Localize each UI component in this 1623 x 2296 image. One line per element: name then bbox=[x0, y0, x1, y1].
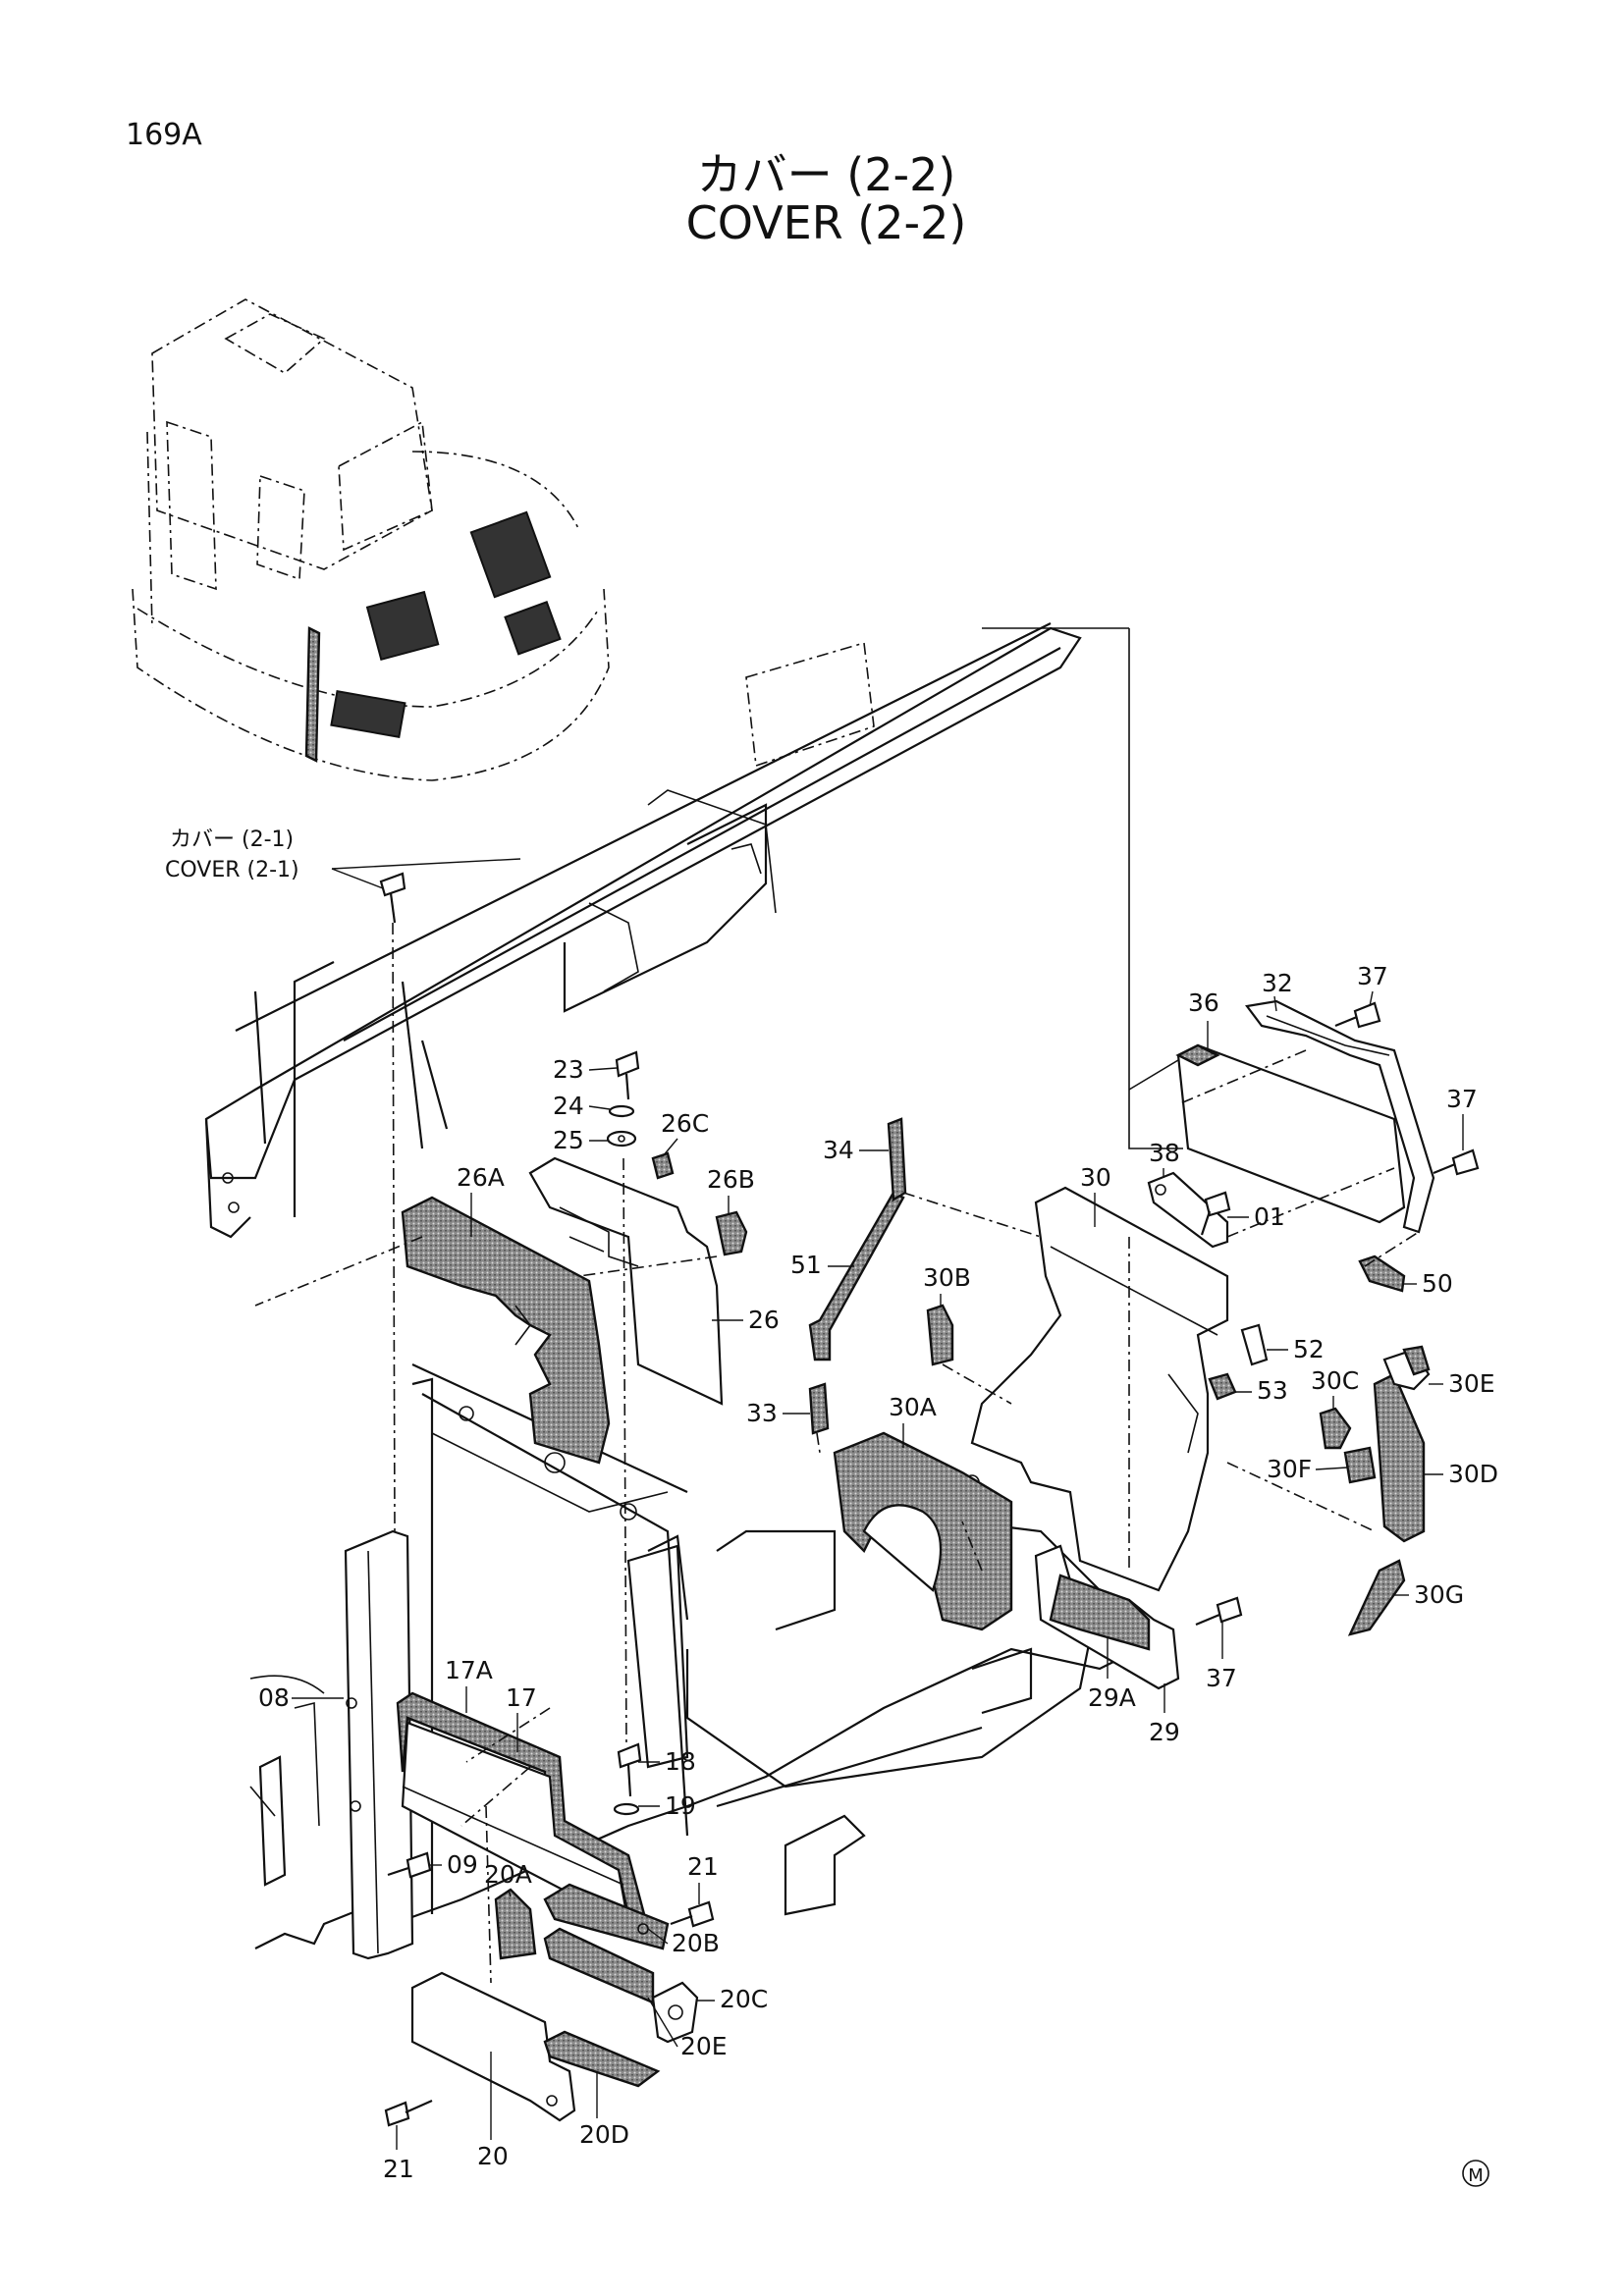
reference-cover-2-1: カバー (2-1) COVER (2-1) bbox=[165, 828, 521, 889]
label-37-lower: 37 bbox=[1206, 1664, 1237, 1692]
part-30-cover bbox=[970, 1186, 1229, 1592]
part-38-bracket bbox=[1147, 1171, 1229, 1249]
label-52: 52 bbox=[1293, 1335, 1325, 1363]
label-33: 33 bbox=[746, 1399, 778, 1427]
part-30f-pad bbox=[1343, 1446, 1377, 1484]
part-33-clip bbox=[808, 1382, 830, 1435]
part-20e-pad bbox=[543, 1927, 655, 2004]
label-30a: 30A bbox=[889, 1393, 937, 1421]
label-20a: 20A bbox=[484, 1860, 532, 1889]
m-mark: M bbox=[1462, 2160, 1489, 2187]
label-30: 30 bbox=[1080, 1163, 1111, 1192]
part-30d-pad bbox=[1373, 1372, 1426, 1543]
m-mark-letter: M bbox=[1468, 2165, 1484, 2186]
part-26b-clip bbox=[715, 1210, 748, 1256]
label-26a: 26A bbox=[457, 1163, 505, 1192]
label-30g: 30G bbox=[1414, 1580, 1464, 1609]
part-50-clip bbox=[1358, 1255, 1406, 1293]
label-01: 01 bbox=[1254, 1202, 1285, 1231]
part-32-strip bbox=[1245, 999, 1435, 1234]
reference-label-en: COVER (2-1) bbox=[165, 858, 299, 882]
label-30b: 30B bbox=[923, 1263, 971, 1292]
label-17: 17 bbox=[506, 1683, 537, 1712]
label-29a: 29A bbox=[1088, 1683, 1136, 1712]
label-30d: 30D bbox=[1448, 1460, 1498, 1488]
part-52-clip bbox=[1240, 1323, 1269, 1366]
label-20: 20 bbox=[477, 2142, 509, 2170]
label-25: 25 bbox=[553, 1126, 584, 1154]
label-20b: 20B bbox=[672, 1929, 720, 1957]
label-19: 19 bbox=[665, 1791, 696, 1820]
label-09: 09 bbox=[447, 1850, 478, 1879]
part-36-panel bbox=[1175, 1043, 1406, 1224]
part-20d-pad bbox=[543, 2030, 661, 2088]
label-23: 23 bbox=[553, 1055, 584, 1084]
part-29a-pad bbox=[1049, 1574, 1151, 1651]
label-36: 36 bbox=[1188, 988, 1219, 1017]
part-53-clip bbox=[1208, 1372, 1237, 1401]
label-51: 51 bbox=[790, 1251, 822, 1279]
label-17a: 17A bbox=[445, 1656, 493, 1684]
part-34-clip bbox=[887, 1117, 907, 1202]
label-18: 18 bbox=[665, 1747, 696, 1776]
label-20e: 20E bbox=[680, 2032, 728, 2060]
assembly-lines bbox=[254, 627, 1420, 1984]
machine-overview bbox=[132, 298, 610, 781]
label-34: 34 bbox=[823, 1136, 854, 1164]
reference-label-jp: カバー (2-1) bbox=[170, 828, 294, 852]
label-30f: 30F bbox=[1267, 1455, 1312, 1483]
part-08-side-frame bbox=[344, 1529, 414, 1960]
part-26c-clip bbox=[651, 1151, 675, 1180]
part-labels: 37 36 32 37 23 24 25 26C 26A 26B 34 30 3… bbox=[258, 962, 1498, 2183]
label-26c: 26C bbox=[661, 1109, 709, 1138]
title-english: COVER (2-2) bbox=[685, 196, 967, 249]
label-37-right: 37 bbox=[1446, 1085, 1478, 1113]
part-20-bracket bbox=[410, 1971, 576, 2122]
label-53: 53 bbox=[1257, 1376, 1288, 1405]
part-17-cover bbox=[396, 1691, 650, 1941]
label-26b: 26B bbox=[707, 1165, 755, 1194]
label-50: 50 bbox=[1422, 1269, 1453, 1298]
label-30c: 30C bbox=[1311, 1366, 1359, 1395]
label-24: 24 bbox=[553, 1092, 584, 1120]
label-30e: 30E bbox=[1448, 1369, 1495, 1398]
part-30c-pad bbox=[1319, 1407, 1352, 1450]
part-20a-pad bbox=[494, 1888, 537, 1960]
part-30g-pad bbox=[1347, 1559, 1406, 1636]
part-51-strip bbox=[808, 1191, 905, 1362]
label-26: 26 bbox=[748, 1306, 780, 1334]
part-26a-insulation bbox=[401, 1196, 611, 1465]
part-30e-bracket bbox=[1382, 1345, 1431, 1391]
page-number: 169A bbox=[126, 118, 202, 152]
bolts-and-washers bbox=[379, 872, 1480, 2127]
label-29: 29 bbox=[1149, 1718, 1180, 1746]
label-20c: 20C bbox=[720, 1985, 768, 2013]
label-21-upper: 21 bbox=[687, 1852, 719, 1881]
label-08: 08 bbox=[258, 1683, 290, 1712]
part-30b-pad bbox=[926, 1304, 954, 1366]
label-20d: 20D bbox=[579, 2120, 629, 2149]
upper-frame bbox=[204, 622, 1082, 1239]
label-21-lower: 21 bbox=[383, 2155, 414, 2183]
part-20c-pad bbox=[651, 1981, 699, 2044]
part-30a-ring-pad bbox=[833, 1431, 1013, 1631]
title-japanese: カバー (2-2) bbox=[696, 148, 956, 201]
label-37-top: 37 bbox=[1357, 962, 1388, 990]
label-32: 32 bbox=[1262, 969, 1293, 997]
label-38: 38 bbox=[1149, 1139, 1180, 1167]
